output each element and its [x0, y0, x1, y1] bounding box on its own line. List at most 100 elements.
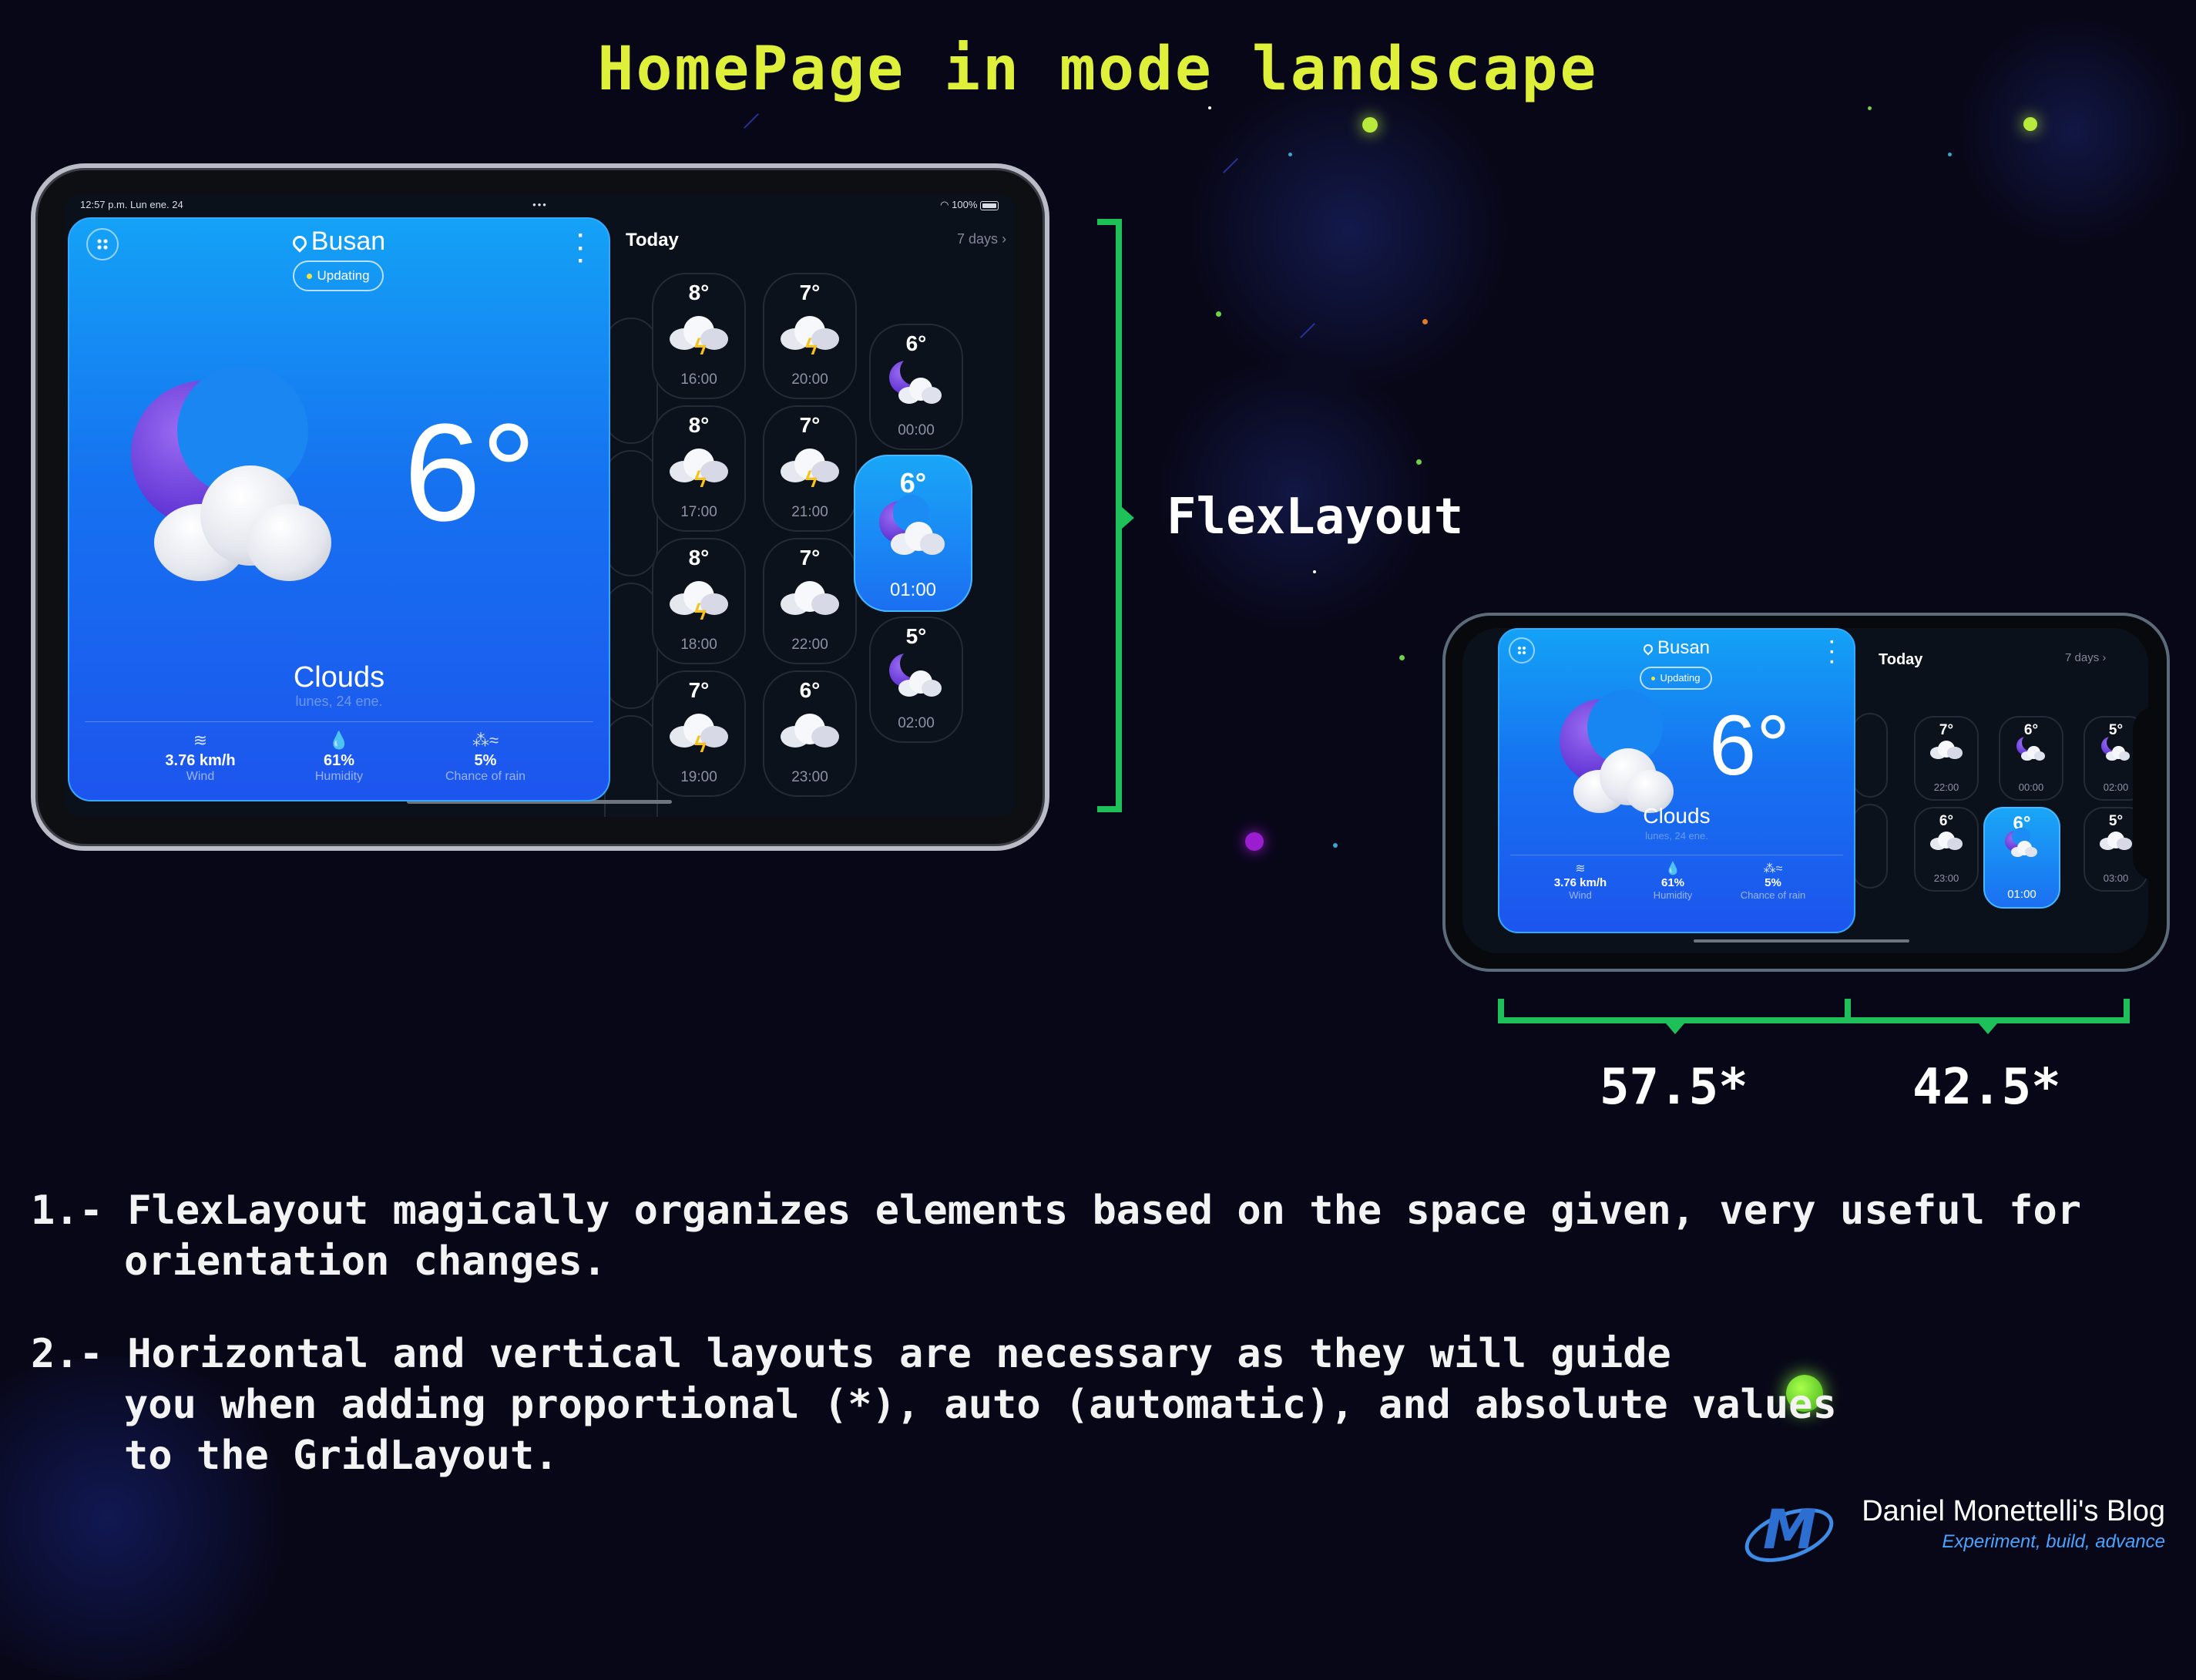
more-vertical-icon[interactable]: ··· — [577, 223, 585, 274]
humidity-stat: 💧 61% Humidity — [1630, 861, 1715, 901]
wind-stat: ≋ 3.76 km/h Wind — [1530, 861, 1630, 901]
hour-temp: 8° — [688, 413, 710, 437]
brand-name: Daniel Monettelli's Blog — [1862, 1495, 2165, 1527]
hour-temp: 6° — [799, 678, 821, 702]
rain-wind-icon: ⁂≈ — [1763, 862, 1783, 875]
flexlayout-bracket — [1116, 219, 1122, 812]
current-temperature: 6° — [404, 395, 537, 550]
city-name: Busan — [1657, 637, 1711, 658]
hour-time: 03:00 — [2103, 872, 2129, 884]
ratio-bracket — [1845, 999, 1851, 1023]
hour-card[interactable]: 7° ϟ 21:00 — [763, 405, 857, 532]
hour-card[interactable] — [1852, 804, 1888, 889]
streak — [1300, 323, 1315, 338]
hour-card[interactable]: 7° ϟ 19:00 — [652, 670, 746, 797]
chevron-right-icon: › — [2102, 651, 2107, 664]
note-item: 1.- FlexLayout magically organizes eleme… — [31, 1188, 2082, 1234]
hour-time: 18:00 — [680, 637, 717, 653]
hour-card[interactable]: 7° ϟ 20:00 — [763, 273, 857, 399]
star-dot — [1422, 319, 1428, 324]
hour-temp: 6° — [2023, 722, 2039, 738]
ratio-bracket — [1979, 1023, 1997, 1034]
chevron-right-icon: › — [1002, 231, 1007, 247]
camera-notch — [2133, 707, 2167, 881]
hour-time: 02:00 — [2103, 781, 2129, 793]
hour-time: 00:00 — [898, 422, 935, 438]
hour-card[interactable]: 8° ϟ 17:00 — [652, 405, 746, 532]
hour-time: 19:00 — [680, 769, 717, 785]
moon-cloud-icon — [131, 365, 331, 581]
seven-days-link[interactable]: 7 days › — [957, 231, 1007, 247]
location[interactable]: Busan — [1499, 637, 1854, 659]
rain-stat: ⁂≈ 5% Chance of rain — [1715, 861, 1831, 901]
hour-card[interactable]: 5° 02:00 — [869, 617, 963, 743]
tablet-device: 12:57 p.m. Lun ene. 24 ••• ◠ 100% Today … — [31, 163, 1049, 851]
rain-stat: ⁂≈ 5% Chance of rain — [408, 731, 562, 784]
hour-temp: 8° — [688, 546, 710, 570]
ratio-bracket — [1498, 1017, 2130, 1023]
star-dot — [1362, 117, 1378, 133]
hour-card[interactable] — [604, 318, 658, 444]
moon-cloud-icon — [2100, 734, 2131, 762]
star-dot — [1245, 832, 1264, 851]
location[interactable]: Busan — [69, 227, 609, 257]
hour-card[interactable]: 6° 00:00 — [869, 324, 963, 450]
hour-temp: 5° — [2108, 813, 2124, 829]
tablet-screen: 12:57 p.m. Lun ene. 24 ••• ◠ 100% Today … — [65, 194, 1016, 817]
page-title: HomePage in mode landscape — [597, 35, 1599, 104]
flexlayout-bracket — [1097, 219, 1122, 225]
star-dot — [1416, 459, 1422, 465]
apps-button[interactable] — [1509, 637, 1535, 664]
hour-time: 21:00 — [791, 504, 828, 520]
star-dot — [1948, 153, 1952, 156]
weather-card: ··· Busan Updating 6° Clouds lunes, 24 e… — [1498, 628, 1855, 933]
hour-card[interactable]: 6° 23:00 — [1914, 807, 1979, 892]
map-pin-icon — [1641, 642, 1655, 656]
hour-card[interactable] — [604, 583, 658, 709]
hour-card[interactable]: 6° 23:00 — [763, 670, 857, 797]
hour-time: 00:00 — [2018, 781, 2044, 793]
hour-card[interactable]: 8° ϟ 18:00 — [652, 538, 746, 664]
flexlayout-label: FlexLayout — [1167, 489, 1464, 546]
hour-time: 01:00 — [2007, 888, 2037, 901]
hour-card[interactable]: 6° 01:00 — [1983, 807, 2060, 909]
status-battery: ◠ 100% — [940, 199, 999, 211]
divider — [85, 721, 593, 722]
hour-card[interactable]: 8° ϟ 16:00 — [652, 273, 746, 399]
hour-temp: 7° — [688, 678, 710, 702]
updating-badge: Updating — [1640, 667, 1712, 690]
hour-card[interactable] — [604, 450, 658, 576]
apps-button[interactable] — [86, 228, 119, 260]
hour-card[interactable]: 6° 01:00 — [854, 455, 972, 612]
hour-card[interactable]: 7° 22:00 — [763, 538, 857, 664]
more-vertical-icon[interactable]: ··· — [1829, 632, 1835, 674]
grid-icon — [1517, 646, 1526, 655]
brand: Daniel Monettelli's Blog Experiment, bui… — [1862, 1495, 2165, 1553]
rain-wind-icon: ⁂≈ — [472, 731, 499, 750]
hour-temp: 7° — [1939, 722, 1954, 738]
home-indicator — [1694, 939, 1909, 942]
seven-days-link[interactable]: 7 days › — [2065, 651, 2107, 664]
hour-card[interactable] — [1852, 713, 1888, 798]
hour-temp: 5° — [2108, 722, 2124, 738]
multitask-dots[interactable]: ••• — [532, 199, 548, 210]
hour-time: 23:00 — [1933, 872, 1959, 884]
hour-temp: 7° — [799, 546, 821, 570]
wind-stat: ≋ 3.76 km/h Wind — [131, 731, 270, 784]
battery-icon — [980, 200, 999, 210]
hour-card[interactable]: 6° 00:00 — [1999, 716, 2063, 801]
wind-icon: ≋ — [193, 731, 208, 750]
droplet-icon: 💧 — [1665, 862, 1681, 875]
hour-time: 16:00 — [680, 371, 717, 388]
hour-card[interactable]: 7° 22:00 — [1914, 716, 1979, 801]
moon-cloud-icon — [879, 495, 947, 559]
note-item: to the GridLayout. — [124, 1433, 559, 1479]
status-time: 12:57 p.m. Lun ene. 24 — [80, 199, 183, 210]
hour-time: 01:00 — [889, 580, 937, 600]
hour-time: 02:00 — [898, 715, 935, 731]
star-dot — [1208, 106, 1211, 109]
moon-cloud-icon — [1560, 690, 1675, 815]
hour-temp: 7° — [799, 281, 821, 304]
